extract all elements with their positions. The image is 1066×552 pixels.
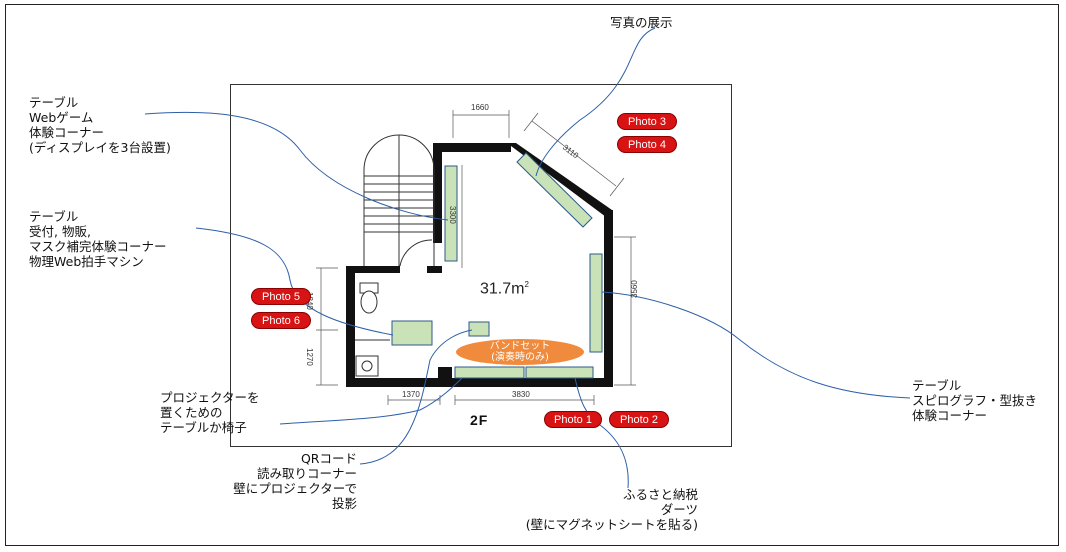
tables bbox=[391, 152, 603, 379]
toilet-fixture bbox=[355, 282, 390, 377]
photo-badge-4: Photo 4 bbox=[617, 136, 677, 153]
door-swing bbox=[399, 239, 433, 267]
callout-reception-table: テーブル 受付, 物販, マスク補完体験コーナー 物理Web拍手マシン bbox=[29, 209, 167, 269]
callout-line: 物理Web拍手マシン bbox=[29, 254, 144, 269]
staircase bbox=[363, 134, 435, 266]
dim-label: 3300 bbox=[448, 206, 457, 224]
photo-badge-3: Photo 3 bbox=[617, 113, 677, 130]
band-set-area: バンドセット (演奏時のみ) bbox=[456, 339, 584, 365]
callout-line: Webゲーム bbox=[29, 110, 94, 125]
callout-line: 受付, 物販, bbox=[29, 224, 91, 239]
photo-badge-6: Photo 6 bbox=[251, 312, 311, 329]
callout-line: ダーツ bbox=[660, 502, 698, 517]
area-exponent: 2 bbox=[524, 280, 529, 289]
dim-label: 3830 bbox=[512, 390, 530, 399]
callout-line: 体験コーナー bbox=[912, 408, 988, 423]
callout-line: テーブル bbox=[29, 95, 79, 110]
callout-line: スピログラフ・型抜き bbox=[912, 393, 1038, 408]
dimension-lines bbox=[316, 110, 636, 405]
callout-line: 体験コーナー bbox=[29, 125, 105, 140]
room-area: 31.7m2 bbox=[480, 280, 529, 298]
callout-line: テーブル bbox=[29, 209, 79, 224]
dim-label: 1270 bbox=[305, 348, 314, 366]
callout-web-game-table: テーブル Webゲーム 体験コーナー (ディスプレイを3台設置) bbox=[29, 95, 171, 155]
dim-label: 1370 bbox=[402, 390, 420, 399]
callout-projector-table: プロジェクターを 置くための テーブルか椅子 bbox=[160, 390, 260, 435]
callout-line: (壁にマグネットシートを貼る) bbox=[525, 517, 698, 532]
photo-badge-5: Photo 5 bbox=[251, 288, 311, 305]
callout-line: QRコード bbox=[300, 451, 357, 466]
area-value: 31.7m bbox=[480, 280, 525, 298]
callout-furusato-darts: ふるさと納税 ダーツ (壁にマグネットシートを貼る) bbox=[470, 487, 698, 532]
callout-line: (ディスプレイを3台設置) bbox=[29, 140, 171, 155]
callout-line: 投影 bbox=[331, 496, 357, 511]
floor-label: 2F bbox=[470, 412, 489, 428]
callout-line: マスク補完体験コーナー bbox=[29, 239, 167, 254]
callout-line: 読み取りコーナー bbox=[256, 466, 357, 481]
dim-label: 1660 bbox=[471, 103, 489, 112]
callout-line: 壁にプロジェクターで bbox=[233, 481, 357, 496]
callout-line: プロジェクターを bbox=[160, 390, 260, 405]
callout-photo-display: 写真の展示 bbox=[610, 15, 673, 30]
photo-badge-1: Photo 1 bbox=[544, 411, 602, 428]
callout-line: 置くための bbox=[160, 405, 223, 420]
callout-line: テーブルか椅子 bbox=[160, 420, 247, 435]
callout-line: テーブル bbox=[912, 378, 962, 393]
callout-qr-corner: QRコード 読み取りコーナー 壁にプロジェクターで 投影 bbox=[215, 451, 357, 511]
leader-lines bbox=[144, 27, 911, 489]
band-set-label: バンドセット bbox=[489, 341, 551, 352]
photo-badge-2: Photo 2 bbox=[609, 411, 669, 428]
diagram-frame bbox=[5, 4, 1059, 546]
callout-line: ふるさと納税 bbox=[622, 487, 698, 502]
band-set-note: (演奏時のみ) bbox=[491, 352, 549, 363]
callout-spirograph-table: テーブル スピログラフ・型抜き 体験コーナー bbox=[912, 378, 1037, 423]
dim-label: 3560 bbox=[630, 280, 639, 298]
